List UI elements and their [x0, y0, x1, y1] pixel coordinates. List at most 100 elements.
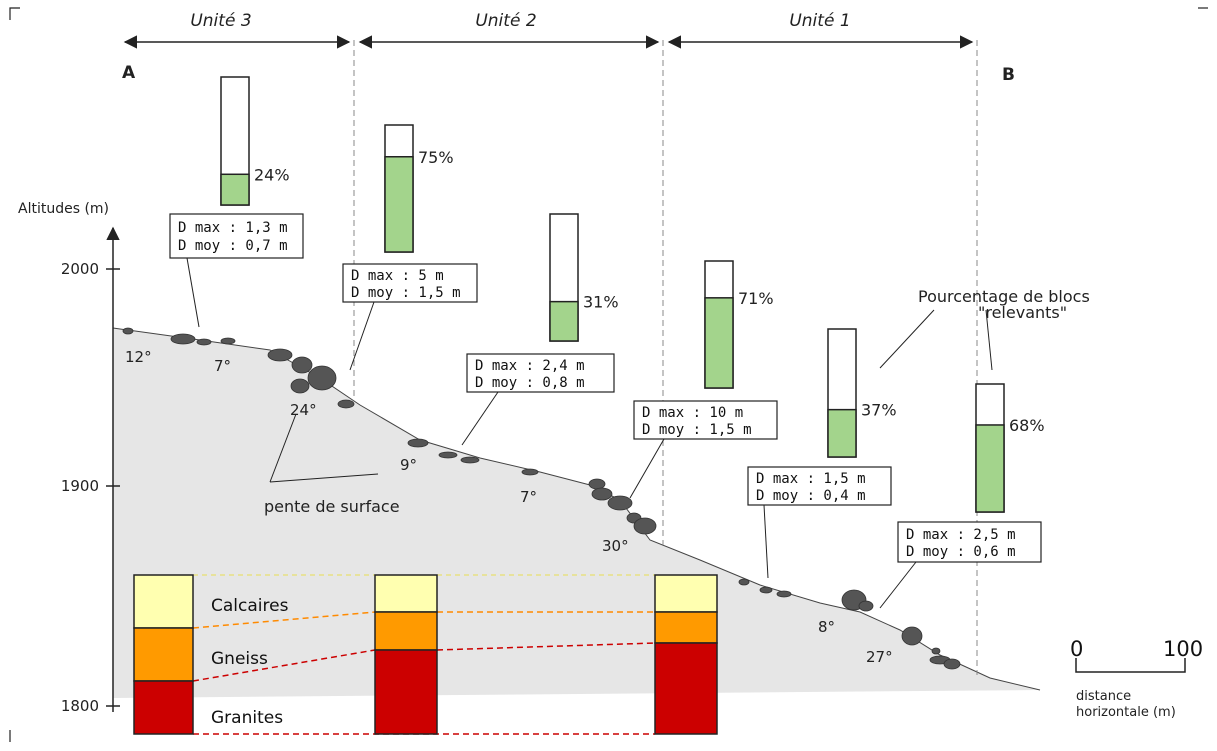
percentage-label-4: 71%	[738, 289, 774, 308]
dbox-site-6	[897, 521, 1042, 563]
column-2-gneiss	[374, 611, 438, 651]
endpoint-a: A	[122, 63, 136, 83]
slope-label-2: 7°	[214, 357, 231, 375]
boulder	[759, 586, 773, 594]
boulder	[290, 378, 310, 394]
boulder	[858, 600, 874, 612]
slope-label-7: 8°	[818, 618, 835, 636]
boulder	[122, 327, 134, 335]
slope-label-8: 27°	[866, 648, 893, 666]
boulder	[291, 356, 313, 374]
column-1-granites	[133, 680, 194, 735]
lithology-columns	[133, 574, 718, 735]
tick-label-1900: 1900	[61, 477, 99, 495]
relevant-leader-2	[985, 309, 993, 371]
tick-label-2000: 2000	[61, 260, 99, 278]
dbox-site-5-dmax: D max : 1,5 m	[756, 471, 866, 487]
axis-title: Altitudes (m)	[18, 201, 109, 217]
terrain-profile	[113, 328, 1040, 698]
dbox-site-5	[747, 466, 892, 506]
unit-2-label: Unité 2	[475, 11, 536, 31]
boulder	[591, 487, 613, 501]
slope-label-1: 12°	[125, 348, 152, 366]
percentage-label-2: 75%	[418, 148, 454, 167]
scale-bar-line	[1075, 658, 1186, 673]
correlation-gneiss	[192, 611, 376, 629]
column-2-granites	[374, 649, 438, 735]
percentage-bar-fill-5	[827, 408, 857, 458]
boulder	[267, 348, 293, 362]
dbox-site-1-dmax: D max : 1,3 m	[178, 220, 288, 236]
unit-3-label: Unité 3	[190, 11, 251, 31]
scale-zero: 0	[1070, 637, 1083, 661]
boulder	[196, 338, 212, 346]
boulder	[220, 337, 236, 345]
dbox-site-4	[633, 400, 778, 440]
dbox-site-1-dmoy: D moy : 0,7 m	[178, 238, 288, 254]
relevant-label-line1: Pourcentage de blocs	[918, 287, 1090, 306]
surface-leader-2	[269, 473, 379, 483]
boulder	[738, 578, 750, 586]
dbox-site-6-dmax: D max : 2,5 m	[906, 527, 1016, 543]
column-3-gneiss	[654, 611, 718, 644]
leader-line-site-2	[349, 301, 375, 371]
lithology-label-calcaires: Calcaires	[211, 596, 289, 616]
frame-corner-top-left	[9, 7, 20, 20]
correlation-granites	[192, 649, 376, 682]
percentage-bar-fill-2	[384, 156, 414, 253]
percentage-label-3: 31%	[583, 293, 619, 312]
boulder	[337, 399, 355, 409]
boulder	[607, 495, 633, 511]
percentage-label-1: 24%	[254, 165, 290, 184]
dbox-site-3-dmoy: D moy : 0,8 m	[475, 375, 585, 391]
boulder	[776, 590, 792, 598]
dbox-site-3	[466, 353, 615, 393]
scale-caption-line1: distance	[1076, 689, 1131, 704]
leader-line-site-3	[461, 391, 499, 446]
altitude-axis	[106, 226, 120, 712]
dbox-site-2-dmax: D max : 5 m	[351, 268, 444, 284]
boulder	[588, 478, 606, 490]
percentage-bar-fill-1	[220, 173, 250, 206]
leader-line-site-5	[763, 504, 769, 579]
dbox-site-2-dmoy: D moy : 1,5 m	[351, 285, 461, 301]
column-1-gneiss	[133, 627, 194, 682]
relevant-label-line2: "relevants"	[978, 303, 1067, 322]
unit-1-label: Unité 1	[789, 11, 850, 31]
column-2-calcaires	[374, 574, 438, 613]
boulder	[521, 468, 539, 476]
percentage-bars: 24%75%31%71%37%68%	[220, 76, 1045, 513]
scale-caption-line2: horizontale (m)	[1076, 705, 1176, 720]
lithology-label-gneiss: Gneiss	[211, 649, 268, 669]
boulder	[438, 451, 458, 459]
percentage-bar-fill-4	[704, 297, 734, 389]
percentage-label-5: 37%	[861, 401, 897, 420]
boulder	[931, 647, 941, 655]
diameter-boxes: D max : 1,3 m D moy : 0,7 m D max : 5 m …	[169, 213, 1042, 563]
dbox-site-4-dmax: D max : 10 m	[642, 405, 743, 421]
tick-label-1800: 1800	[61, 697, 99, 715]
leader-lines	[186, 257, 993, 609]
dbox-site-4-dmoy: D moy : 1,5 m	[642, 422, 752, 438]
percentage-bar-fill-6	[975, 424, 1005, 513]
correlation-granites-2	[436, 642, 656, 651]
lithology-label-granites: Granites	[211, 708, 283, 728]
dbox-site-6-dmoy: D moy : 0,6 m	[906, 544, 1016, 560]
boulder	[170, 333, 196, 345]
unit-separators	[353, 40, 978, 675]
dbox-site-1	[169, 213, 304, 259]
slope-label-4: 9°	[400, 456, 417, 474]
leader-line-site-1	[186, 257, 200, 328]
leader-line-site-4	[629, 438, 665, 499]
slope-label-3: 24°	[290, 401, 317, 419]
boulder	[307, 365, 337, 391]
surface-slope-label: pente de surface	[264, 497, 400, 516]
endpoint-b: B	[1002, 65, 1015, 85]
column-3-calcaires	[654, 574, 718, 613]
column-3-granites	[654, 642, 718, 735]
slope-label-6: 30°	[602, 537, 629, 555]
slope-label-5: 7°	[520, 488, 537, 506]
column-1-calcaires	[133, 574, 194, 629]
